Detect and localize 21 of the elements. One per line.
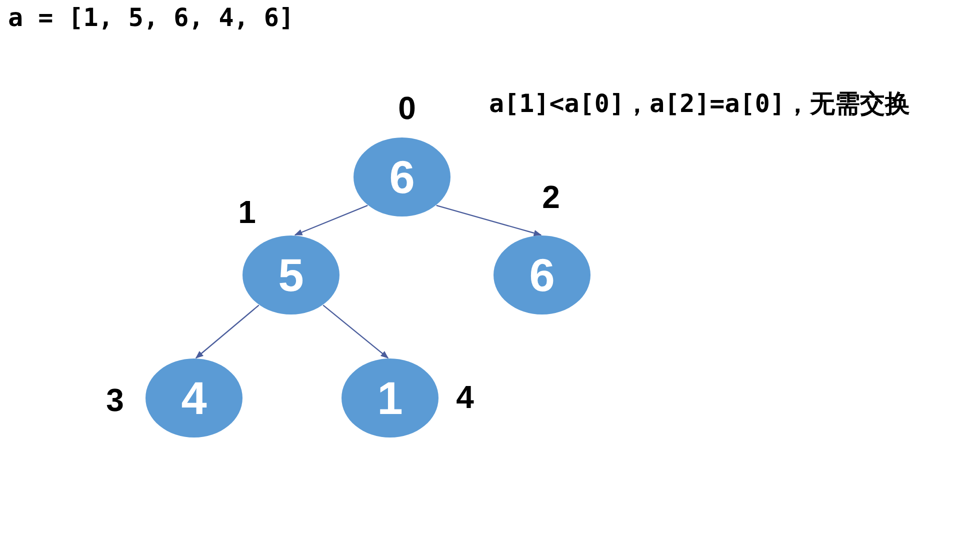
node-value: 4 xyxy=(181,375,207,421)
node-value: 1 xyxy=(377,375,403,421)
node-value: 6 xyxy=(389,154,415,200)
node-value: 6 xyxy=(529,252,555,298)
index-number: 2 xyxy=(542,181,560,213)
tree-node-ellipse xyxy=(242,235,340,315)
arrow xyxy=(322,304,389,358)
index-number: 1 xyxy=(238,196,256,228)
tree-node-ellipse xyxy=(145,358,243,438)
arrow xyxy=(294,204,368,236)
array-text: a = [1, 5, 6, 4, 6] xyxy=(8,3,294,33)
index-number: 0 xyxy=(398,92,416,124)
tree-node-ellipse xyxy=(341,358,439,438)
index-number: 3 xyxy=(106,384,124,416)
comparison-note: a[1]<a[0]，a[2]=a[0]，无需交换 xyxy=(489,89,910,119)
node-value: 5 xyxy=(278,252,304,298)
arrow xyxy=(195,304,260,359)
tree-node-ellipse xyxy=(353,137,451,217)
index-number: 4 xyxy=(456,381,474,413)
arrow xyxy=(436,204,542,236)
tree-node-ellipse xyxy=(493,235,591,315)
